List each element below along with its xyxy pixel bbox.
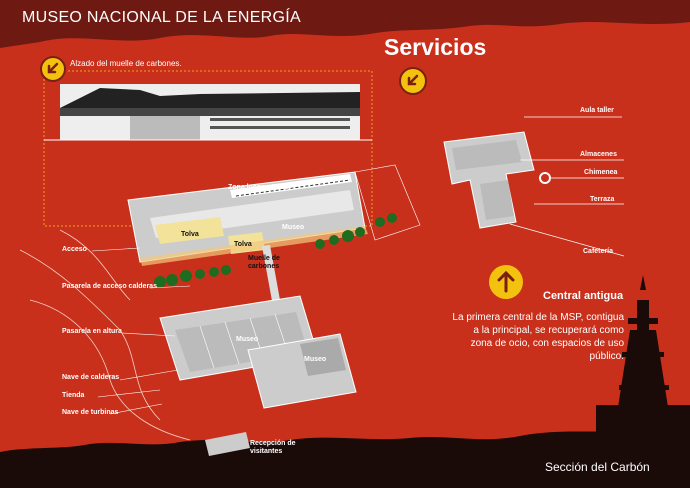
label-tolva-1: Tolva — [181, 231, 199, 238]
label-muelle-carbones: Muelle de carbones — [248, 255, 280, 270]
arrow-down-left-icon — [40, 56, 66, 82]
elevation-drawing — [44, 84, 372, 141]
label-pasarela-acceso-calderas: Pasarela de acceso calderas — [62, 283, 157, 290]
label-nave-calderas: Nave de calderas — [62, 374, 120, 381]
section-title: Sección del Carbón — [545, 460, 650, 474]
label-acceso: Acceso — [62, 246, 87, 253]
label-recepcion: Recepción de visitantes — [250, 440, 296, 455]
site-plan — [19, 164, 421, 456]
bottom-landscape — [0, 426, 690, 488]
label-nave-turbinas: Nave de turbinas — [62, 409, 119, 416]
label-almacenes: Almacenes — [580, 151, 617, 158]
label-chimenea: Chimenea — [584, 169, 618, 176]
label-museo-2: Museo — [236, 336, 259, 343]
label-tolva-2: Tolva — [234, 241, 252, 248]
tower-silhouette — [596, 275, 690, 435]
label-aula-taller: Aula taller — [580, 107, 614, 114]
label-museo-1: Museo — [282, 224, 305, 231]
elevation-frame — [43, 70, 373, 227]
services-title: Servicios — [384, 34, 487, 60]
central-description: La primera central de la MSP, contigua a… — [452, 312, 624, 362]
museum-title: MUSEO NACIONAL DE LA ENERGÍA — [22, 9, 301, 26]
label-museo-3: Museo — [304, 356, 327, 363]
elevation-label: Alzado del muelle de carbones. — [70, 59, 182, 68]
arrow-up-icon — [489, 265, 523, 299]
central-heading: Central antigua — [543, 290, 624, 302]
top-dark-band — [0, 0, 690, 48]
label-pasarela-en-altura: Pasarela en altura — [62, 328, 122, 335]
label-zona-locomotoras: Zona locomotoras — [228, 184, 289, 191]
label-terraza: Terraza — [590, 196, 615, 203]
label-cafeteria: Cafetería — [583, 248, 613, 255]
label-tienda: Tienda — [62, 392, 85, 399]
arrow-down-left-icon — [399, 67, 427, 95]
old-plant-plan — [443, 116, 625, 257]
